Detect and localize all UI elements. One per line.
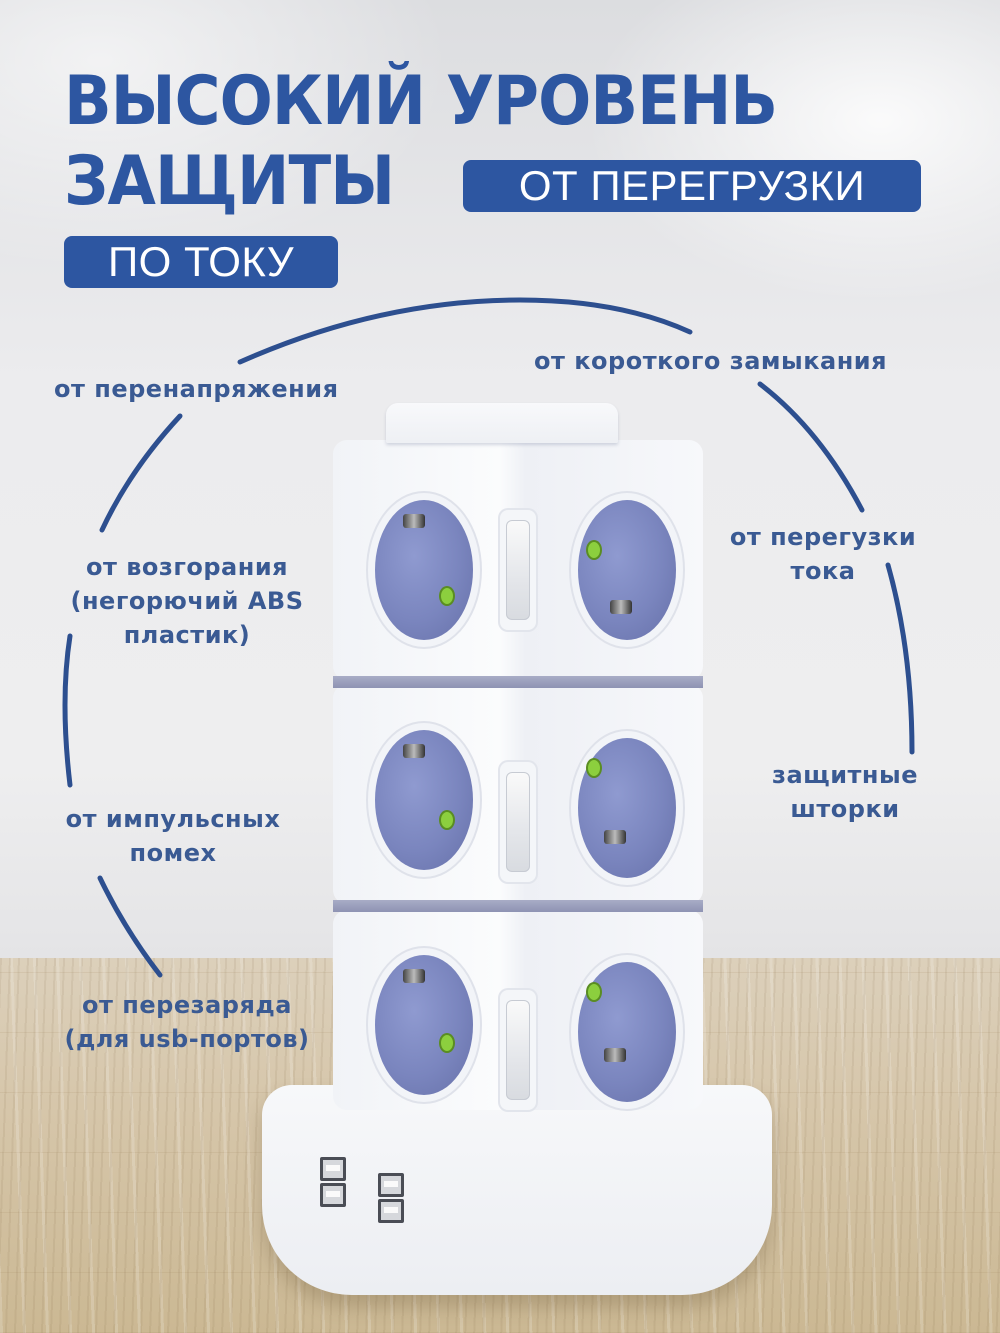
feature-text: от возгорания — [85, 553, 289, 581]
feature-text: (для usb-портов) — [64, 1025, 310, 1054]
headline-line-1: ВЫСОКИЙ УРОВЕНЬ — [64, 62, 778, 141]
tower-base — [262, 1085, 772, 1295]
socket-icon — [375, 955, 473, 1095]
usb-port-icon — [320, 1157, 346, 1181]
feature-overvoltage: от перенапряжения — [54, 372, 339, 406]
feature-short-circuit: от короткого замыкания — [534, 344, 887, 378]
power-switch-icon — [500, 762, 536, 882]
feature-text: защитные — [772, 761, 918, 789]
arc-left-1 — [99, 413, 183, 533]
feature-text: от короткого замыкания — [534, 347, 888, 375]
socket-icon — [578, 962, 676, 1102]
usb-port-icon — [378, 1173, 404, 1197]
feature-fire: от возгорания (негорючий ABS пластик) — [52, 550, 322, 652]
feature-text: помех — [129, 839, 217, 868]
headline-badge-current: ПО ТОКУ — [64, 236, 338, 288]
feature-overcharge: от перезаряда (для usb-портов) — [52, 988, 322, 1056]
tower-top-cap — [386, 403, 618, 443]
socket-icon — [578, 738, 676, 878]
feature-text: от импульсных — [65, 805, 281, 833]
socket-icon — [375, 500, 473, 640]
feature-text: шторки — [790, 795, 900, 824]
power-switch-icon — [500, 990, 536, 1110]
headline-line-2: ЗАЩИТЫ — [64, 142, 395, 221]
tier-divider-stripe — [333, 676, 703, 688]
feature-current-overload: от перегузки тока — [716, 520, 930, 588]
usb-port-icon — [320, 1183, 346, 1207]
feature-safety-shutters: защитные шторки — [760, 758, 930, 826]
power-switch-icon — [500, 510, 536, 630]
feature-text: от перенапряжения — [54, 375, 339, 403]
socket-icon — [375, 730, 473, 870]
feature-impulse-noise: от импульсных помех — [48, 802, 298, 870]
feature-text: тока — [790, 557, 856, 586]
arc-top — [237, 297, 693, 365]
feature-text: пластик) — [123, 621, 251, 650]
usb-port-icon — [378, 1199, 404, 1223]
arc-left-3 — [97, 875, 163, 978]
headline-badge-overload: ОТ ПЕРЕГРУЗКИ — [463, 160, 921, 212]
arc-right-2 — [885, 562, 915, 755]
feature-text: от перегузки — [729, 523, 917, 551]
feature-text: от перезаряда — [82, 991, 292, 1019]
socket-icon — [578, 500, 676, 640]
feature-text: (негорючий ABS — [70, 587, 304, 616]
tier-divider-stripe — [333, 900, 703, 912]
arc-left-2 — [62, 633, 73, 788]
arc-right-1 — [757, 381, 865, 513]
